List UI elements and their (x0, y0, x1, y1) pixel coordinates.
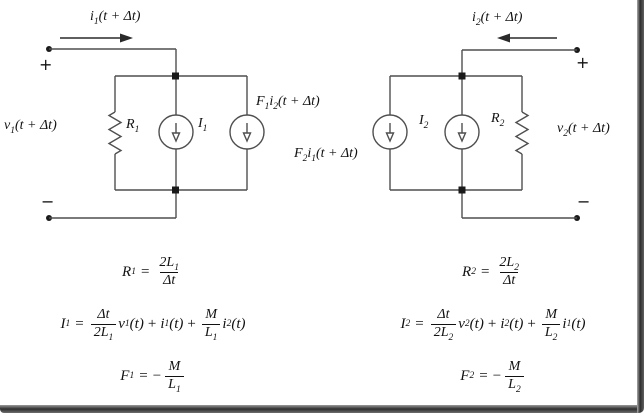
resistor-r2-zigzag (514, 111, 530, 155)
polarity-minus-left: − (41, 192, 55, 211)
label-voltage-v2: v2(t + Δt) (557, 121, 610, 139)
right-circuit (372, 33, 580, 221)
fraction: M L2 (505, 359, 524, 394)
label-dependent-source-f2: F2i1(t + Δt) (294, 146, 358, 164)
label-resistor-r1: R1 (126, 117, 140, 135)
fraction: Δt 2L2 (430, 307, 457, 342)
fraction: M L1 (165, 359, 184, 394)
polarity-plus-left: + (39, 55, 53, 74)
label-current-i1: i1(t + Δt) (90, 9, 141, 27)
label-dependent-source-f1: F1i2(t + Δt) (256, 94, 320, 112)
resistor-r1-zigzag (107, 111, 123, 155)
junction-square (458, 72, 466, 80)
junction-square (172, 186, 179, 194)
source-arrow-head (385, 132, 395, 143)
polarity-plus-right: + (576, 53, 590, 72)
fraction: M L2 (541, 307, 561, 342)
label-voltage-v1: v1(t + Δt) (4, 118, 57, 136)
junction-square (458, 186, 466, 194)
source-arrow-head (457, 132, 467, 143)
fraction: M L1 (201, 307, 221, 342)
current-arrow-head (120, 33, 133, 43)
fraction: 2L2 Δt (499, 255, 519, 288)
current-arrow-head (497, 33, 510, 43)
label-source-i2: I2 (419, 113, 429, 131)
junction-square (172, 72, 179, 80)
label-source-i1: I1 (198, 116, 208, 134)
label-current-i2: i2(t + Δt) (472, 10, 523, 28)
right-edge-shadow (637, 0, 644, 413)
left-circuit (46, 33, 265, 221)
source-arrow-head (242, 132, 252, 143)
bottom-edge-shadow (0, 405, 643, 413)
label-resistor-r2: R2 (491, 111, 505, 129)
source-arrow-head (171, 132, 181, 143)
fraction: 2L1 Δt (159, 255, 179, 288)
fraction: Δt 2L1 (90, 307, 117, 342)
polarity-minus-right: − (577, 192, 591, 211)
